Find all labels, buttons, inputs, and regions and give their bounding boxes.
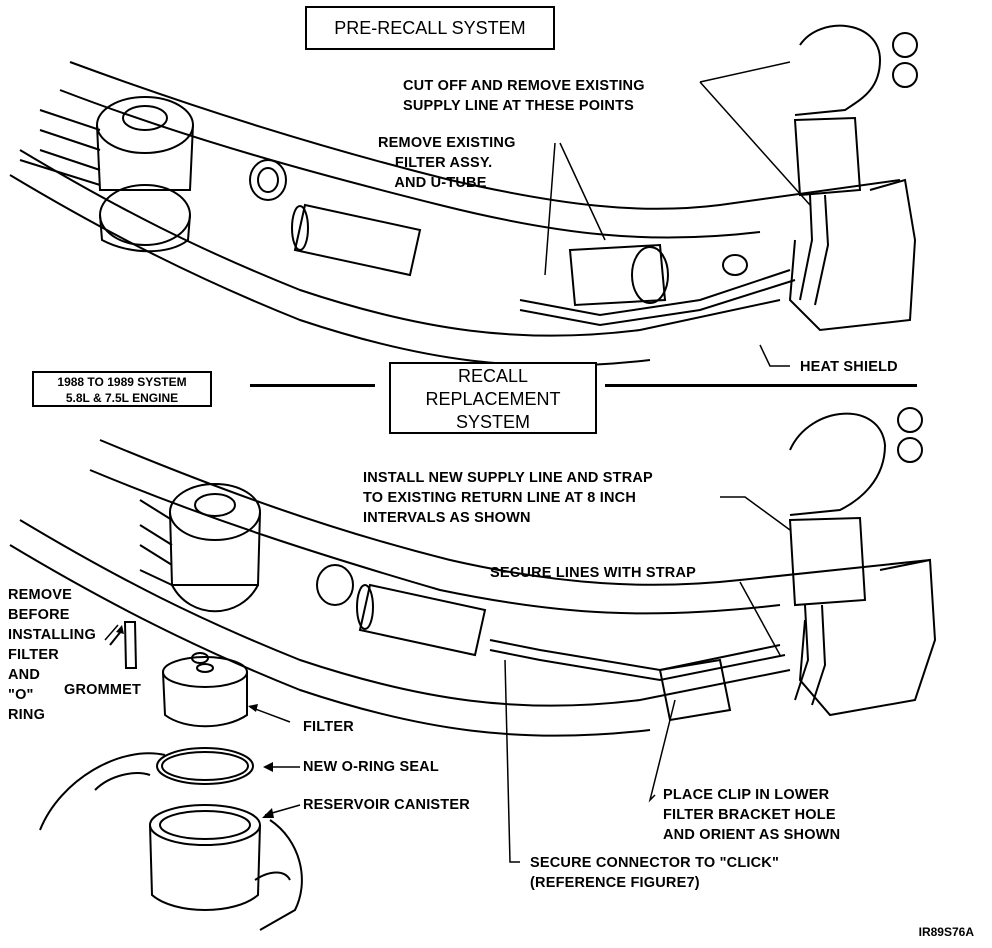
callout-secure-lines-strap: SECURE LINES WITH STRAP bbox=[490, 565, 696, 581]
section-divider-right bbox=[605, 384, 917, 387]
callout-filter: FILTER bbox=[303, 719, 354, 735]
pre-recall-title: PRE-RECALL SYSTEM bbox=[334, 18, 526, 38]
callout-secure-connector: SECURE CONNECTOR TO "CLICK" (REFERENCE F… bbox=[530, 855, 780, 891]
section-divider-left bbox=[250, 384, 375, 387]
pre-recall-leader-lines bbox=[544, 61, 811, 367]
recall-replacement-title-box: RECALL REPLACEMENT SYSTEM bbox=[389, 362, 597, 434]
callout-remove-before-installing: REMOVE BEFORE INSTALLING FILTER AND "O" … bbox=[8, 587, 96, 723]
replacement-carburetor bbox=[139, 483, 261, 613]
bracket bbox=[658, 658, 732, 722]
callout-new-o-ring-seal: NEW O-RING SEAL bbox=[303, 759, 439, 775]
pre-recall-carburetor bbox=[19, 96, 194, 253]
pre-recall-fuel-filter bbox=[249, 159, 422, 277]
replacement-filler-neck bbox=[788, 407, 923, 706]
filter-element bbox=[162, 652, 248, 728]
callout-install-supply-line: INSTALL NEW SUPPLY LINE AND STRAP TO EXI… bbox=[363, 470, 653, 526]
callout-reservoir-canister: RESERVOIR CANISTER bbox=[303, 797, 470, 813]
recall-title-line1: RECALL bbox=[457, 366, 529, 386]
recall-title-line3: SYSTEM bbox=[455, 412, 530, 432]
system-years: 1988 TO 1989 SYSTEM bbox=[57, 375, 187, 389]
pre-recall-pump bbox=[519, 243, 796, 327]
callout-cut-off-supply-line: CUT OFF AND REMOVE EXISTING SUPPLY LINE … bbox=[403, 78, 645, 114]
hands bbox=[39, 752, 303, 931]
callout-remove-filter-assy: REMOVE EXISTING FILTER ASSY. AND U-TUBE bbox=[378, 135, 516, 191]
replacement-leader-lines bbox=[104, 496, 791, 863]
callout-grommet: GROMMET bbox=[64, 682, 142, 698]
reservoir-canister bbox=[149, 804, 261, 911]
callout-heat-shield: HEAT SHIELD bbox=[800, 359, 898, 375]
system-engines: 5.8L & 7.5L ENGINE bbox=[65, 391, 179, 405]
figure-code: IR89S76A bbox=[918, 925, 974, 939]
arrowheads bbox=[116, 625, 274, 818]
o-ring-seal bbox=[156, 747, 254, 785]
pre-recall-title-box: PRE-RECALL SYSTEM bbox=[305, 6, 555, 50]
pre-recall-filler-neck bbox=[793, 24, 918, 306]
callout-place-clip: PLACE CLIP IN LOWER FILTER BRACKET HOLE … bbox=[663, 787, 841, 843]
recall-title-line2: REPLACEMENT bbox=[425, 389, 561, 409]
system-info-box: 1988 TO 1989 SYSTEM 5.8L & 7.5L ENGINE bbox=[32, 371, 212, 407]
